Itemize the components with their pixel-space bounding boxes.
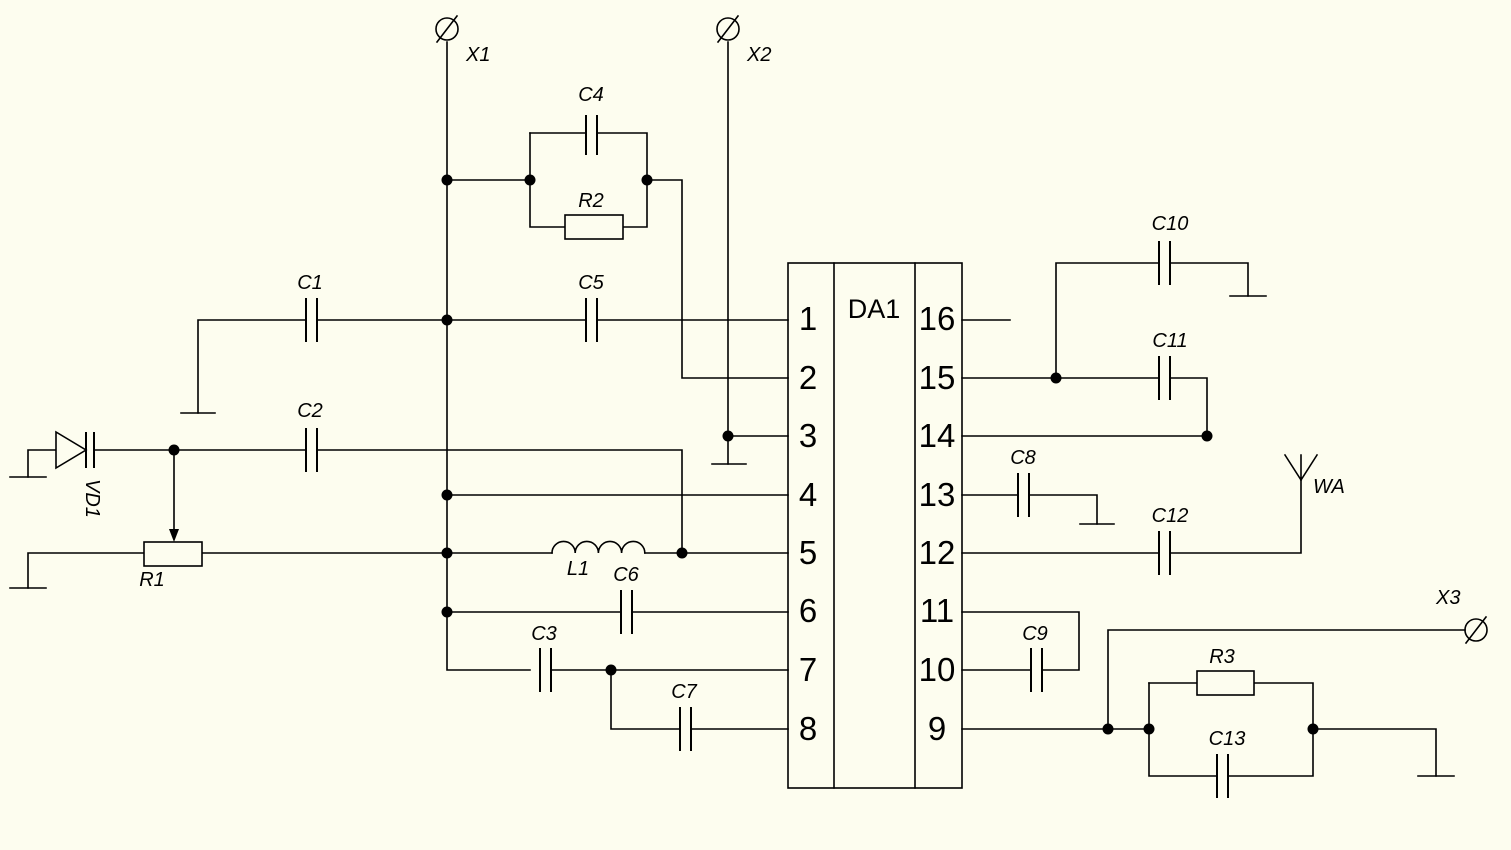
- label-r3: R3: [1209, 646, 1235, 668]
- pin-label: 9: [928, 710, 946, 747]
- junction-dot: [441, 547, 453, 559]
- junction-dot: [1143, 723, 1155, 735]
- chip-labels: DA1 1 2 3 4 5 6 7 8 16 15 14 13 12 11 10…: [799, 294, 956, 747]
- label-c7: C7: [671, 681, 697, 703]
- pin-label: 16: [919, 300, 956, 337]
- label-r2: R2: [578, 190, 604, 212]
- junction-dot: [441, 606, 453, 618]
- label-c13: C13: [1209, 728, 1246, 750]
- label-c6: C6: [613, 564, 639, 586]
- pin-label: 15: [919, 359, 956, 396]
- label-x1: X1: [465, 44, 490, 66]
- pin-label: 8: [799, 710, 817, 747]
- resistor-r2: [564, 214, 624, 240]
- terminal-x3: [1464, 615, 1488, 645]
- resistor-r3: [1196, 670, 1255, 696]
- junction-dot: [1050, 372, 1062, 384]
- label-c10: C10: [1152, 213, 1189, 235]
- label-c5: C5: [578, 272, 604, 294]
- junction-dot: [722, 430, 734, 442]
- pin-label: 10: [919, 651, 956, 688]
- junction-dot: [441, 489, 453, 501]
- resistor-r1: [143, 541, 203, 567]
- label-c4: C4: [578, 84, 604, 106]
- pin-label: 13: [919, 476, 956, 513]
- pin-label: 1: [799, 300, 817, 337]
- junction-dot: [641, 174, 653, 186]
- junction-dot: [441, 174, 453, 186]
- pin-label: 14: [919, 417, 956, 454]
- capacitor-plates: [305, 115, 1229, 798]
- label-c8: C8: [1010, 447, 1036, 469]
- label-c9: C9: [1022, 623, 1048, 645]
- component-labels: X1 X2 X3 C4 R2 C1 C5 C2 R1 L1 C6 C3 C7 C…: [81, 44, 1460, 750]
- antenna-icon: [1283, 453, 1319, 482]
- label-wa: WA: [1313, 476, 1345, 498]
- pin-label: 2: [799, 359, 817, 396]
- diode-vd1: [55, 430, 95, 470]
- junction-dot: [524, 174, 536, 186]
- terminal-x1: [435, 14, 459, 44]
- pin-label: 6: [799, 592, 817, 629]
- junction-dot: [441, 314, 453, 326]
- junction-dot: [605, 664, 617, 676]
- pin-label: 5: [799, 534, 817, 571]
- junctions: [168, 174, 1319, 735]
- label-c1: C1: [297, 272, 323, 294]
- label-l1: L1: [567, 558, 589, 580]
- label-x3: X3: [1435, 587, 1460, 609]
- ic-da1: [787, 262, 963, 789]
- pin-label: 7: [799, 651, 817, 688]
- terminal-x2: [716, 14, 740, 44]
- pin-label: 12: [919, 534, 956, 571]
- label-c2: C2: [297, 400, 323, 422]
- resistor-bodies: [143, 214, 1255, 696]
- inductor-l1: [551, 540, 646, 554]
- chip-name: DA1: [848, 294, 901, 324]
- label-c11: C11: [1152, 330, 1187, 352]
- pin-label: 11: [920, 592, 954, 629]
- pin-label: 4: [799, 476, 817, 513]
- pin-label: 3: [799, 417, 817, 454]
- label-r1: R1: [139, 569, 165, 591]
- junction-dot: [1102, 723, 1114, 735]
- label-c12: C12: [1152, 505, 1189, 527]
- label-c3: C3: [531, 623, 557, 645]
- junction-dot: [1307, 723, 1319, 735]
- label-x2: X2: [746, 44, 771, 66]
- label-vd1: VD1: [81, 479, 103, 518]
- junction-dot: [676, 547, 688, 559]
- wires: [9, 41, 1466, 777]
- junction-dot: [168, 444, 180, 456]
- junction-dot: [1201, 430, 1213, 442]
